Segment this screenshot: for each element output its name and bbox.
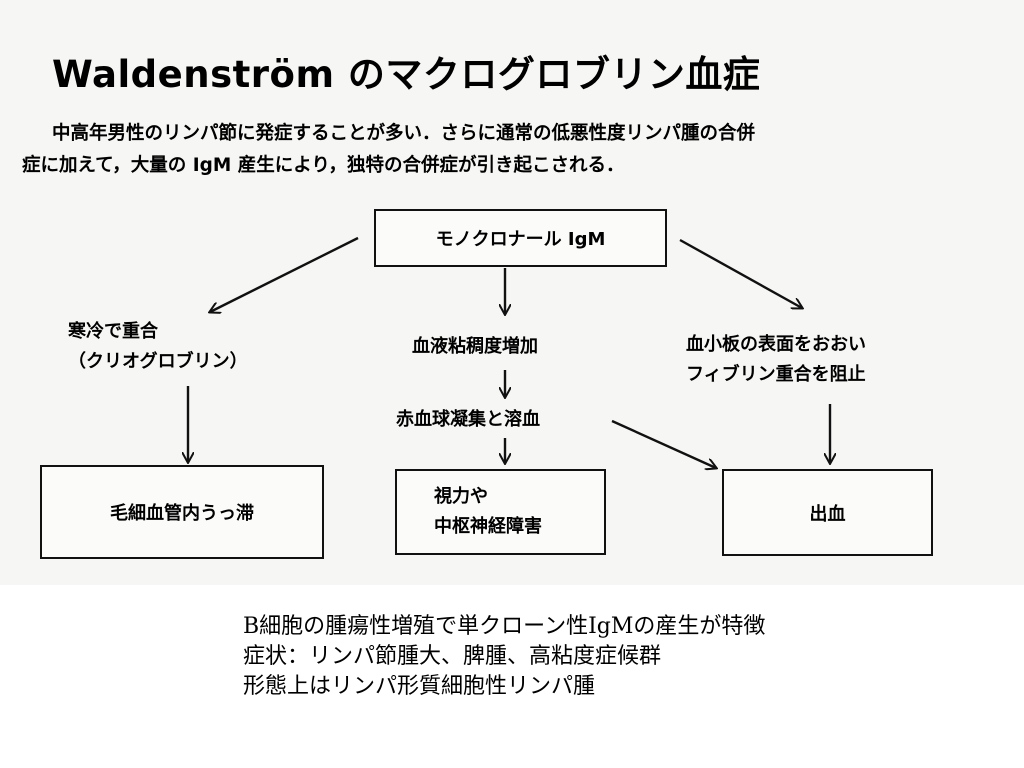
monoclonal-igm-label: モノクロナール IgM xyxy=(435,229,606,250)
intro-line-2: 症に加えて，大量の IgM 産生により，独特の合併症が引き起こされる． xyxy=(22,155,625,176)
capillary-stasis-label: 毛細血管内うっ滞 xyxy=(110,503,254,524)
cold-agglutination-line-1: 寒冷で重合 xyxy=(68,321,158,342)
cold-agglutination-line-2: （クリオグロブリン） xyxy=(68,351,248,372)
page-title: Waldenström のマクログロブリン血症 xyxy=(52,53,761,96)
aggregation-node: 赤血球凝集と溶血 xyxy=(396,409,540,430)
note-line-2: 症状：リンパ節腫大、脾腫、高粘度症候群 xyxy=(243,644,662,669)
intro-line-1: 中高年男性のリンパ節に発症することが多い．さらに通常の低悪性度リンパ腫の合併 xyxy=(52,123,756,144)
bleeding-label: 出血 xyxy=(809,503,846,525)
cold-agglutination-node: 寒冷で重合 （クリオグロブリン） xyxy=(68,317,248,377)
monoclonal-igm-box: モノクロナール IgM xyxy=(374,209,667,267)
platelet-node: 血小板の表面をおおい フィブリン重合を阻止 xyxy=(686,330,866,390)
vision-cns-line-2: 中枢神経障害 xyxy=(434,516,542,537)
arrow-aggregation-to-bleeding xyxy=(611,419,716,468)
arrow-root-to-cold xyxy=(210,236,359,312)
vision-cns-label: 視力や 中枢神経障害 xyxy=(434,482,542,542)
viscosity-node: 血液粘稠度増加 xyxy=(412,336,538,357)
vision-cns-line-1: 視力や xyxy=(434,486,488,507)
capillary-stasis-box: 毛細血管内うっ滞 xyxy=(40,465,324,559)
bleeding-box: 出血 xyxy=(722,469,933,556)
arrow-root-to-platelet xyxy=(679,238,802,308)
summary-notes: B細胞の腫瘍性増殖で単クローン性IgMの産生が特徴 症状：リンパ節腫大、脾腫、高… xyxy=(243,612,765,702)
platelet-line-1: 血小板の表面をおおい xyxy=(686,334,866,355)
platelet-line-2: フィブリン重合を阻止 xyxy=(686,364,866,385)
vision-cns-box: 視力や 中枢神経障害 xyxy=(395,469,606,555)
note-line-1: B細胞の腫瘍性増殖で単クローン性IgMの産生が特徴 xyxy=(243,614,766,639)
note-line-3: 形態上はリンパ形質細胞性リンパ腫 xyxy=(243,674,596,699)
